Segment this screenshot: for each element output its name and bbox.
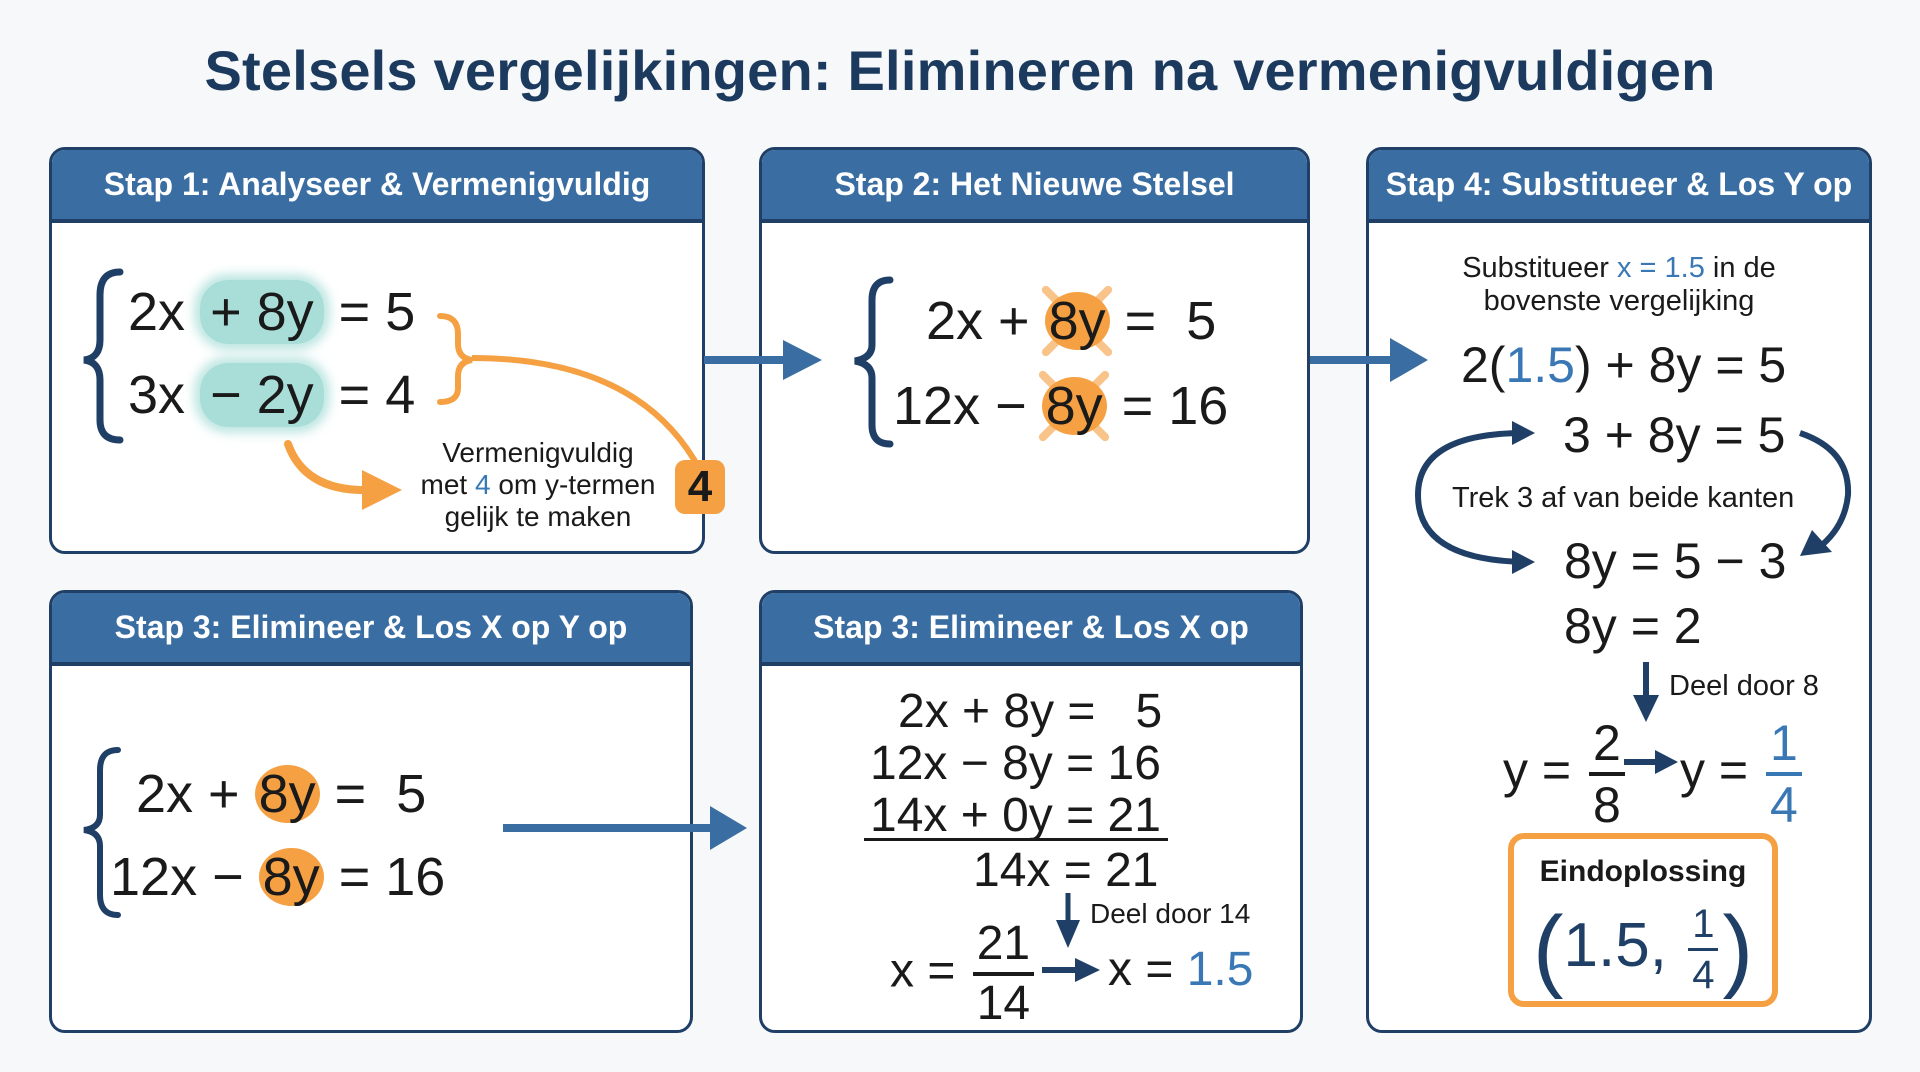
step3b-result-lhs: x = xyxy=(1108,943,1174,996)
step4-intro: Substitueer x = 1.5 in de bovenste verge… xyxy=(1366,252,1872,319)
step1-eq1-y-highlight: + 8y xyxy=(200,280,324,344)
step3b-fraction-row: x = 21 14 xyxy=(890,920,1038,1028)
step4-line3: 8y = 5 − 3 xyxy=(1564,533,1787,589)
step1-eq1-rhs: = 5 xyxy=(338,282,416,342)
page-title: Stelsels vergelijkingen: Elimineren na v… xyxy=(204,39,1716,102)
step4-intro-substitute: Substitueer xyxy=(1462,252,1609,284)
step4-intro-inde: in de xyxy=(1712,252,1776,284)
step4-intro-line2: bovenste vergelijking xyxy=(1483,285,1755,318)
fraction-denominator: 4 xyxy=(1770,777,1798,833)
step3a-eq1-x: 2x + xyxy=(136,764,240,824)
step3b-divide-note: Deel door 14 xyxy=(1090,898,1251,929)
step4-result: y = 1 4 xyxy=(1680,718,1806,830)
fraction-denominator: 14 xyxy=(976,977,1031,1030)
step1-header: Stap 1: Analyseer & Vermenigvuldig xyxy=(52,150,702,223)
step1-eq2-x: 3x xyxy=(128,365,186,425)
step1-eq1: 2x + 8y = 5 xyxy=(128,280,416,344)
step3b-x-equals: x = xyxy=(890,944,956,998)
step3b-sum-line xyxy=(864,838,1168,841)
step4-result-fraction: 1 4 xyxy=(1766,718,1802,830)
step4-line2: 3 + 8y = 5 xyxy=(1563,407,1786,463)
step2-eq1: 2x + 8y = 5 xyxy=(926,284,1217,358)
step1-note-line1: Vermenigvuldig xyxy=(442,437,634,468)
close-paren: ) xyxy=(1722,898,1754,1000)
step4-header: Stap 4: Substitueer & Los Y op xyxy=(1369,150,1869,223)
final-solution-label: Eindoplossing xyxy=(1539,855,1747,888)
step2-eq2: 12x − 8y = 16 xyxy=(893,369,1229,443)
step4-sub-value: 1.5 xyxy=(1505,337,1575,393)
fraction-numerator: 21 xyxy=(972,920,1035,976)
step1-eq2-rhs: = 4 xyxy=(338,365,416,425)
step1-note-line3: gelijk te maken xyxy=(444,501,632,533)
step4-y-equals: y = xyxy=(1503,742,1572,799)
step3a-eq2-x: 12x − xyxy=(110,847,244,907)
step2-eq2-x: 12x − xyxy=(893,376,1027,436)
step3a-eq2-rhs: = 16 xyxy=(338,847,446,907)
step3b-result-value: 1.5 xyxy=(1186,943,1254,996)
step3a-eq2: 12x − 8y = 16 xyxy=(110,848,445,906)
fraction-numerator: 1 xyxy=(1766,718,1802,776)
step4-fraction: 2 8 xyxy=(1589,718,1625,830)
step2-eq1-y-term: 8y xyxy=(1044,292,1110,350)
step3b-line2: 12x − 8y = 16 xyxy=(870,737,1161,790)
step3b-result: x = 1.5 xyxy=(1108,946,1253,994)
step1-eq2: 3x − 2y = 4 xyxy=(128,363,416,427)
multiplier-badge: 4 xyxy=(675,460,725,514)
solution-y-fraction: 1 4 xyxy=(1688,904,1719,997)
step2-eq2-y-term: 8y xyxy=(1041,377,1107,435)
step2-eq1-x: 2x + xyxy=(926,291,1030,351)
step4-intro-value: x = 1.5 xyxy=(1616,252,1705,284)
arrowhead-icon xyxy=(710,806,747,850)
step2-eq2-cancel: 8y xyxy=(1037,369,1111,443)
step1-eq1-x: 2x xyxy=(128,282,186,342)
step3b-panel: Stap 3: Elimineer & Los X op xyxy=(759,590,1303,1033)
step4-result-lhs: y = xyxy=(1680,742,1749,799)
solution-x: 1.5, xyxy=(1563,910,1667,980)
step3a-eq2-y-term: 8y xyxy=(258,848,324,906)
final-solution-box: Eindoplossing (1.5, 1 4 ) xyxy=(1508,833,1778,1007)
fraction-numerator: 1 xyxy=(1688,904,1719,951)
step1-note-line2: met 4 om y-termen xyxy=(405,469,671,501)
step4-substitution: 2(1.5) + 8y = 5 xyxy=(1461,340,1786,390)
step4-subtract-note: Trek 3 af van beide kanten xyxy=(1452,482,1795,514)
step3a-header: Stap 3: Elimineer & Los X op Y op xyxy=(52,593,690,666)
step3b-line3: 14x + 0y = 21 xyxy=(870,789,1161,842)
step3b-header: Stap 3: Elimineer & Los X op xyxy=(762,593,1300,666)
fraction-numerator: 2 xyxy=(1589,718,1625,776)
step1-eq2-y-highlight: − 2y xyxy=(200,363,324,427)
step4-intro-line1: Substitueer x = 1.5 in de xyxy=(1366,252,1872,285)
step2-eq1-cancel: 8y xyxy=(1040,284,1114,358)
step3a-eq1-rhs: = 5 xyxy=(334,764,427,824)
step4-sub-pre: 2( xyxy=(1461,337,1506,393)
step3b-line4: 14x = 21 xyxy=(973,844,1159,897)
step3a-eq1: 2x + 8y = 5 xyxy=(136,765,426,823)
step2-eq1-rhs: = 5 xyxy=(1124,291,1217,351)
step1-note-met: met xyxy=(420,469,468,501)
step1-note-yterms: om y-termen xyxy=(498,469,656,501)
step4-fraction-row: y = 2 8 xyxy=(1503,718,1629,830)
step3a-panel: Stap 3: Elimineer & Los X op Y op xyxy=(49,590,693,1033)
open-paren: ( xyxy=(1532,898,1564,1000)
step3a-eq1-y-term: 8y xyxy=(254,765,320,823)
fraction-denominator: 8 xyxy=(1593,777,1621,833)
step2-panel: Stap 2: Het Nieuwe Stelsel xyxy=(759,147,1310,554)
step3b-line1: 2x + 8y = 5 xyxy=(898,685,1163,738)
step4-line4: 8y = 2 xyxy=(1564,598,1702,654)
step2-eq2-rhs: = 16 xyxy=(1121,376,1229,436)
step4-sub-post: ) + 8y = 5 xyxy=(1574,337,1787,393)
fraction-denominator: 4 xyxy=(1692,953,1715,997)
step1-note-factor: 4 xyxy=(474,469,491,501)
step1-multiply-note: Vermenigvuldig met 4 om y-termen gelijk … xyxy=(405,437,671,534)
final-solution-value: (1.5, 1 4 ) xyxy=(1514,897,1772,1002)
step3b-fraction: 21 14 xyxy=(972,920,1035,1030)
step4-divide-note: Deel door 8 xyxy=(1669,670,1819,702)
step2-header: Stap 2: Het Nieuwe Stelsel xyxy=(762,150,1307,223)
